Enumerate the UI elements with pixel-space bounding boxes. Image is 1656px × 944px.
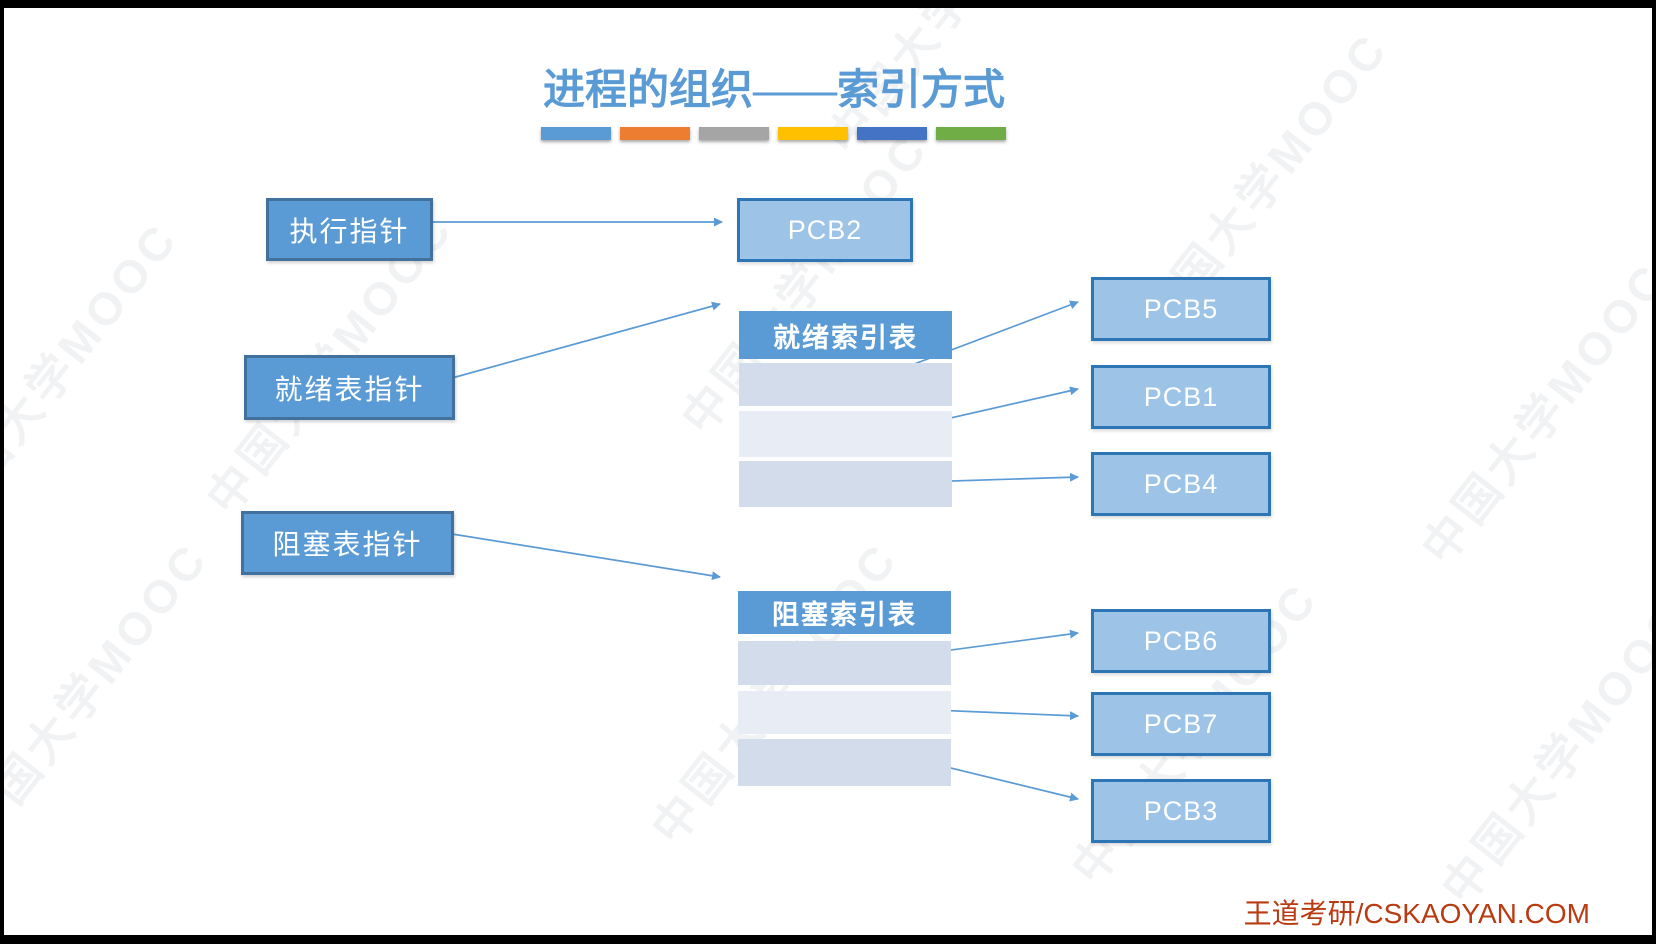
blocked-index-table-row xyxy=(738,739,951,786)
accent-bar xyxy=(857,127,927,140)
blocked-table-pointer-label: 阻塞表指针 xyxy=(272,529,423,560)
blocked-index-table-header: 阻塞索引表 xyxy=(738,591,951,634)
execution-pointer-box: 执行指针 xyxy=(266,198,433,261)
title-accent-bars xyxy=(541,127,1007,140)
blocked-table-pointer-box: 阻塞表指针 xyxy=(241,511,454,575)
pcb-box-pcb4: PCB4 xyxy=(1091,452,1271,516)
pcb-box-pcb5: PCB5 xyxy=(1091,277,1271,341)
ready-index-table-header: 就绪索引表 xyxy=(739,311,952,359)
watermark: 中国大学MOOC xyxy=(0,532,219,854)
ready-index-table-row xyxy=(739,411,952,457)
pcb-box-pcb6: PCB6 xyxy=(1091,609,1271,673)
ready-table-pointer-box: 就绪表指针 xyxy=(244,355,455,420)
ready-index-table: 就绪索引表 xyxy=(739,311,952,507)
watermark: 中国大学MOOC xyxy=(1431,592,1656,914)
accent-bar xyxy=(936,127,1006,140)
watermark: 中国大学MOOC xyxy=(0,212,189,534)
pcb-label: PCB4 xyxy=(1143,468,1219,499)
arrow-ready-to-table xyxy=(451,301,721,379)
accent-bar xyxy=(778,127,848,140)
pcb-box-pcb1: PCB1 xyxy=(1091,365,1271,429)
execution-pointer-label: 执行指针 xyxy=(289,215,410,247)
brand-footer: 王道考研/CSKAOYAN.COM xyxy=(1243,898,1590,929)
accent-bar xyxy=(541,127,611,140)
blocked-index-table-row xyxy=(738,691,951,734)
blocked-index-table: 阻塞索引表 xyxy=(738,591,951,786)
accent-bar xyxy=(699,127,769,140)
arrow-blocked-to-table xyxy=(451,533,721,581)
pcb-box-pcb2: PCB2 xyxy=(737,198,913,262)
pcb-label: PCB6 xyxy=(1143,625,1219,656)
watermark: 中国大学MOOC xyxy=(1411,252,1656,574)
pcb-label: PCB7 xyxy=(1143,708,1219,739)
ready-index-table-row xyxy=(739,363,952,406)
accent-bar xyxy=(620,127,690,140)
pcb-label: PCB1 xyxy=(1143,381,1219,412)
ready-table-pointer-label: 就绪表指针 xyxy=(274,373,425,405)
page-title: 进程的组织——索引方式 xyxy=(542,68,1005,114)
pcb-label: PCB5 xyxy=(1143,293,1219,324)
pcb-box-pcb3: PCB3 xyxy=(1091,779,1271,843)
blocked-index-table-row xyxy=(738,641,951,685)
ready-index-table-row xyxy=(739,461,952,507)
pcb-box-pcb7: PCB7 xyxy=(1091,692,1271,756)
pcb-label: PCB3 xyxy=(1143,795,1219,826)
pcb-label: PCB2 xyxy=(787,214,863,245)
